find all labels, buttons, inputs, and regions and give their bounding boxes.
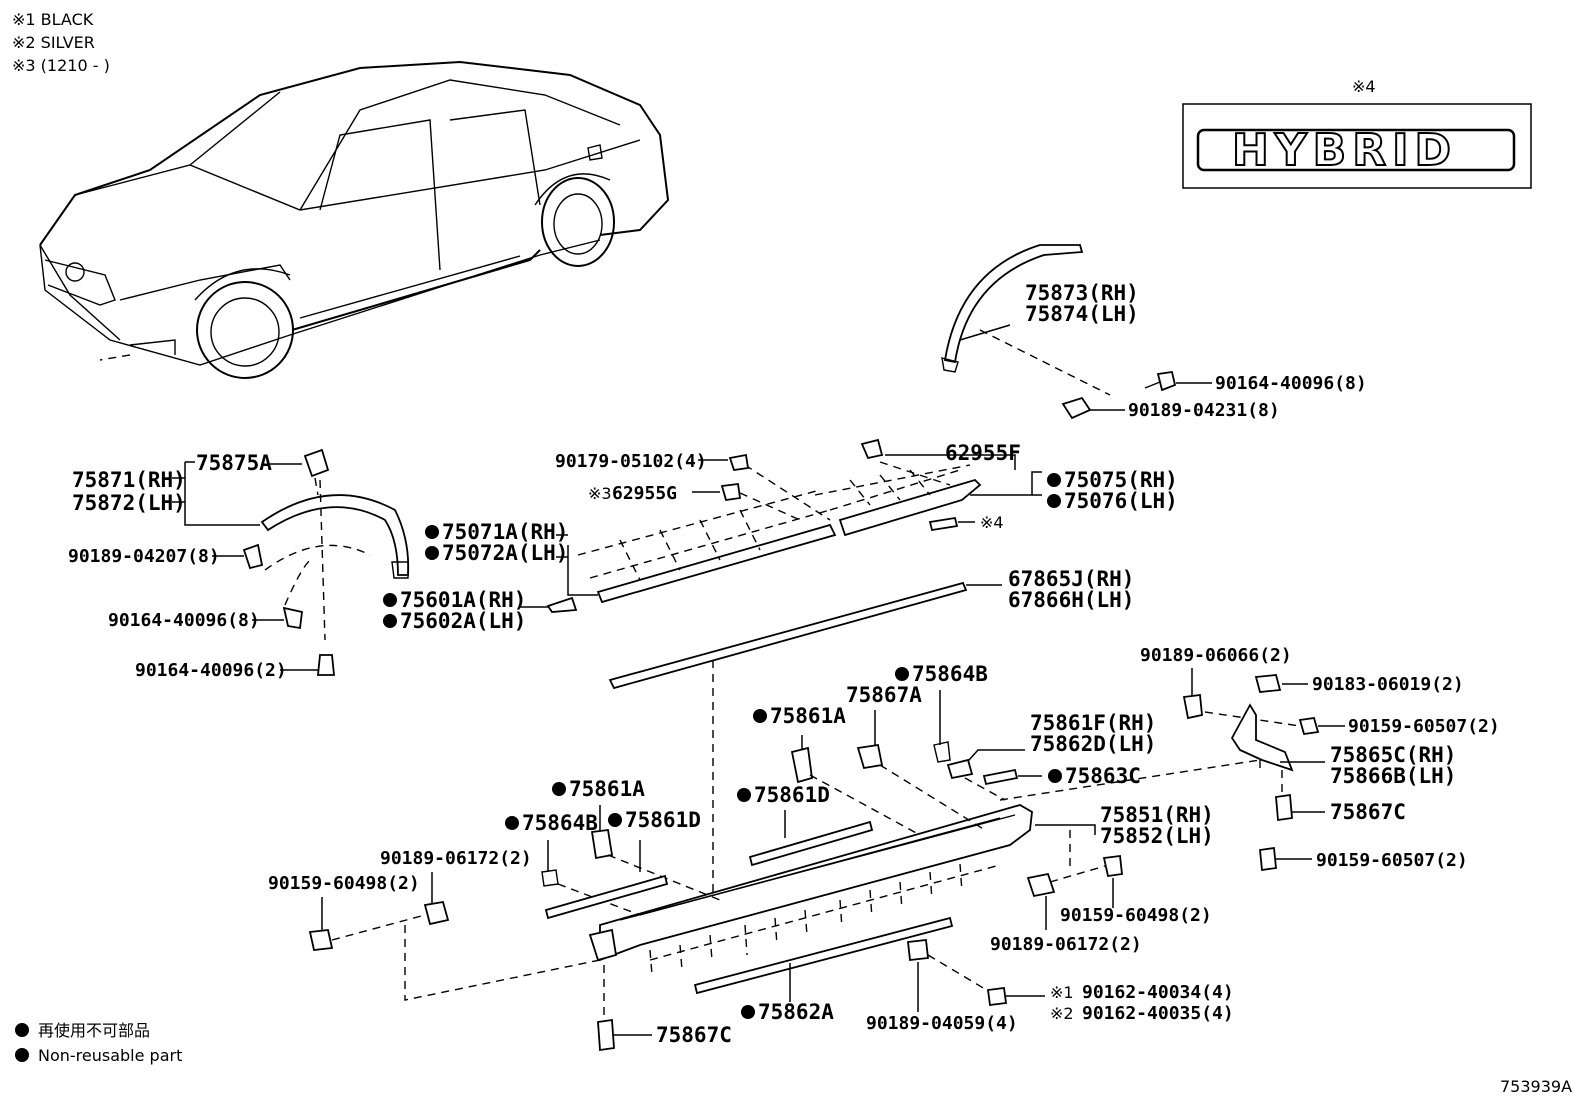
rear-arch-moulding: 75873(RH) 75874(LH): [941, 244, 1139, 396]
label-67866h: 67866H(LH): [1008, 588, 1134, 612]
label-75852: 75852(LH): [1100, 824, 1214, 848]
car-illustration: [39, 60, 670, 379]
label-75862a: 75862A: [758, 1000, 834, 1024]
label-90189-04059: 90189-04059(4): [866, 1013, 1018, 1034]
label-90159-60498-left: 90159-60498(2): [268, 873, 420, 894]
label-90164-40096-8a: 90164-40096(8): [1215, 373, 1367, 394]
label-ref2: ※2: [1050, 1004, 1074, 1023]
label-75866b: 75866B(LH): [1330, 764, 1456, 788]
label-90189-06172-left: 90189-06172(2): [380, 848, 532, 869]
label-90159-60498-right: 90159-60498(2): [1060, 905, 1212, 926]
bottom-legend: 再使用不可部品 Non-reusable part 753939A: [15, 1021, 1572, 1096]
right-fasteners: 90189-06066(2) 90183-06019(2) 90159-6050…: [866, 645, 1500, 1034]
front-arch-moulding: 75871(RH) 75872(LH) 75875A 90189-04207(8…: [68, 448, 410, 681]
emblem-plate: [1196, 128, 1516, 172]
diagram-id: 753939A: [1500, 1077, 1572, 1096]
label-75072a: 75072A(LH): [442, 541, 568, 565]
label-75861a-left: 75861A: [569, 777, 645, 801]
label-75601a: 75601A(RH): [400, 588, 526, 612]
label-75867a: 75867A: [846, 683, 922, 707]
label-75861d-left: 75861D: [625, 808, 701, 832]
rocker-panel: 75851(RH) 75852(LH): [588, 803, 1214, 976]
label-75861d-top: 75861D: [754, 783, 830, 807]
label-75602a: 75602A(LH): [400, 609, 526, 633]
label-90164-40096-8b: 90164-40096(8): [108, 610, 260, 631]
hybrid-emblem-group: ※4 HYBRID: [1182, 77, 1532, 189]
label-75864b-top: 75864B: [912, 662, 988, 686]
legend-notes: ※1 BLACK ※2 SILVER ※3 (1210 - ): [12, 10, 110, 75]
label-75864b-left: 75864B: [522, 811, 598, 835]
label-90183-06019: 90183-06019(2): [1312, 674, 1464, 695]
label-75861a-top: 75861A: [770, 704, 846, 728]
lower-strip: 67865J(RH) 67866H(LH): [608, 567, 1134, 895]
label-75872: 75872(LH): [72, 491, 186, 515]
label-62955f: 62955F: [945, 441, 1021, 465]
label-75867c-bottom: 75867C: [656, 1023, 732, 1047]
label-90164-40096-2: 90164-40096(2): [135, 660, 287, 681]
label-67865j: 67865J(RH): [1008, 567, 1134, 591]
label-90189-04231: 90189-04231(8): [1128, 400, 1280, 421]
label-ref4: ※4: [980, 513, 1004, 532]
note-date: ※3 (1210 - ): [12, 56, 110, 75]
label-75865c: 75865C(RH): [1330, 743, 1456, 767]
label-75075: 75075(RH): [1064, 468, 1178, 492]
label-90159-60507-a: 90159-60507(2): [1348, 716, 1500, 737]
label-75874: 75874(LH): [1025, 302, 1139, 326]
label-75071a: 75071A(RH): [442, 520, 568, 544]
legend-non-reusable-jp: 再使用不可部品: [38, 1021, 150, 1040]
label-75851: 75851(RH): [1100, 803, 1214, 827]
label-ref1: ※1: [1050, 983, 1074, 1002]
note-black: ※1 BLACK: [12, 10, 94, 29]
label-75076: 75076(LH): [1064, 489, 1178, 513]
note-silver: ※2 SILVER: [12, 33, 95, 52]
hybrid-emblem-text: HYBRID: [1232, 125, 1457, 176]
label-75871: 75871(RH): [72, 468, 186, 492]
emblem-ref: ※4: [1352, 77, 1376, 96]
label-62955g-ref: ※3: [588, 484, 612, 503]
label-75873: 75873(RH): [1025, 281, 1139, 305]
label-75862d: 75862D(LH): [1030, 732, 1156, 756]
rear-arch-fasteners: 90164-40096(8) 90189-04231(8): [1061, 370, 1367, 421]
label-90189-06066: 90189-06066(2): [1140, 645, 1292, 666]
label-90189-04207: 90189-04207(8): [68, 546, 220, 567]
label-75861f: 75861F(RH): [1030, 711, 1156, 735]
label-75867c-right: 75867C: [1330, 800, 1406, 824]
label-90179: 90179-05102(4): [555, 451, 707, 472]
label-62955g: 62955G: [612, 483, 677, 504]
label-90159-60507-b: 90159-60507(2): [1316, 850, 1468, 871]
legend-non-reusable-en: Non-reusable part: [38, 1046, 182, 1065]
label-90162-40035: 90162-40035(4): [1082, 1003, 1234, 1024]
label-75875a: 75875A: [196, 451, 272, 475]
label-90162-40034: 90162-40034(4): [1082, 982, 1234, 1003]
rocker-fittings: 75864B 75867A 75861A 75861F(RH) 75862D(L…: [505, 662, 1261, 1024]
label-90189-06172-right: 90189-06172(2): [990, 934, 1142, 955]
door-mouldings: 90179-05102(4) ※3 62955G 62955F 75075(RH…: [383, 438, 1178, 633]
left-fasteners: 90189-06172(2) 90159-60498(2) 75867C: [268, 848, 732, 1052]
